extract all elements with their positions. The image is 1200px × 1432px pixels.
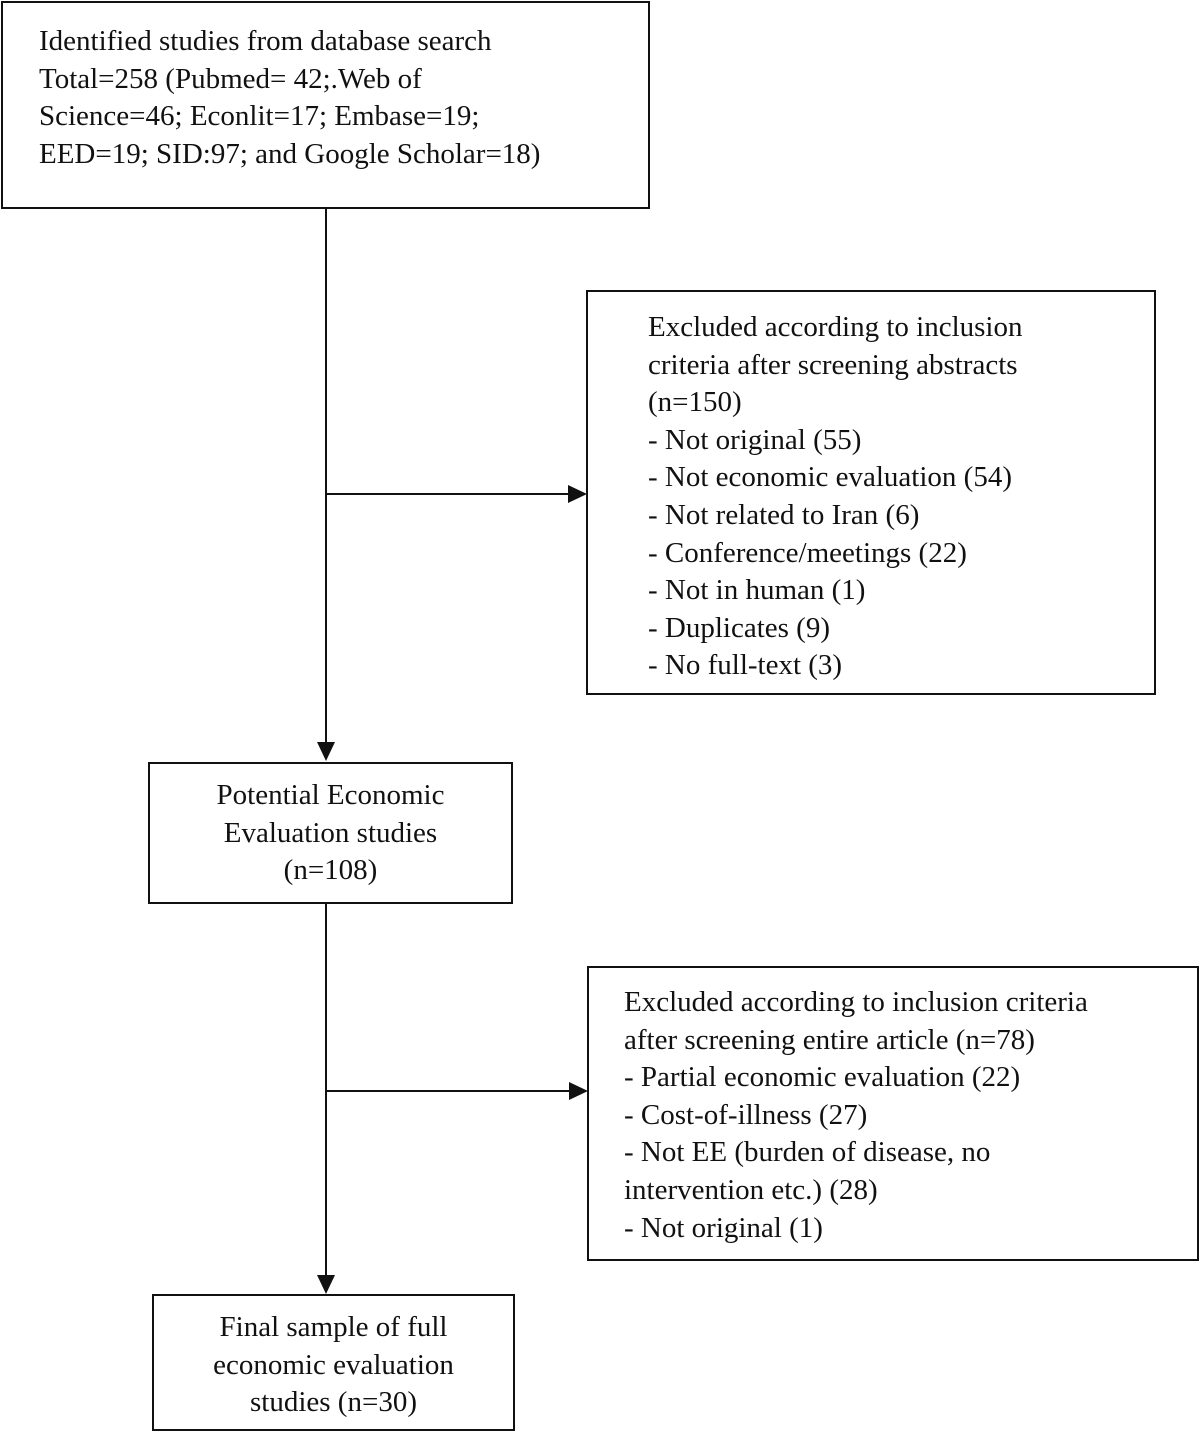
excluded-reason-not-human: - Not in human (1)	[648, 574, 866, 607]
excluded-reason-conference: - Conference/meetings (22)	[648, 536, 967, 569]
arrowhead-excluded-abstracts	[568, 485, 587, 503]
final-sample-box: Final sample of full economic evaluation…	[152, 1294, 515, 1431]
excluded-abstracts-count: (n=150)	[648, 386, 742, 419]
final-line-2: economic evaluation	[213, 1348, 454, 1381]
excluded-reason-cost-of-illness: - Cost-of-illness (27)	[624, 1098, 868, 1131]
search-line-1: Identified studies from database search	[39, 25, 492, 57]
excluded-reason-not-iran: - Not related to Iran (6)	[648, 498, 920, 531]
arrowhead-excluded-articles	[569, 1082, 588, 1100]
excluded-reason-not-ee-cont: intervention etc.) (28)	[624, 1173, 878, 1206]
search-line-2: Total=258 (Pubmed= 42;.Web of	[39, 62, 422, 95]
search-results-box: Identified studies from database search …	[1, 1, 650, 209]
arrowhead-search-to-potential	[317, 742, 335, 761]
potential-line-1: Potential Economic	[216, 779, 445, 811]
search-line-4: EED=19; SID:97; and Google Scholar=18)	[39, 137, 541, 170]
final-count: studies (n=30)	[250, 1386, 417, 1419]
excluded-abstracts-line-2: criteria after screening abstracts	[648, 348, 1018, 381]
excluded-articles-box: Excluded according to inclusion criteria…	[587, 966, 1199, 1261]
excluded-reason-not-economic: - Not economic evaluation (54)	[648, 461, 1012, 494]
potential-line-2: Evaluation studies	[223, 816, 438, 849]
search-line-3: Science=46; Econlit=17; Embase=19;	[39, 100, 480, 133]
arrowhead-potential-to-final	[317, 1275, 335, 1294]
excluded-abstracts-line-1: Excluded according to inclusion	[648, 311, 1023, 343]
excluded-reason-partial-ee: - Partial economic evaluation (22)	[624, 1061, 1021, 1094]
potential-count: (n=108)	[283, 854, 378, 887]
excluded-abstracts-box: Excluded according to inclusion criteria…	[586, 290, 1156, 695]
excluded-reason-not-ee: - Not EE (burden of disease, no	[624, 1136, 991, 1169]
excluded-articles-line-1: Excluded according to inclusion criteria	[624, 986, 1088, 1018]
excluded-reason-not-original: - Not original (55)	[648, 423, 862, 456]
final-line-1: Final sample of full	[219, 1311, 448, 1343]
excluded-articles-line-2: after screening entire article (n=78)	[624, 1023, 1035, 1056]
excluded-reason-not-original-2: - Not original (1)	[624, 1211, 823, 1244]
excluded-reason-no-fulltext: - No full-text (3)	[648, 649, 843, 682]
excluded-reason-duplicates: - Duplicates (9)	[648, 611, 830, 644]
potential-studies-box: Potential Economic Evaluation studies (n…	[148, 762, 513, 904]
